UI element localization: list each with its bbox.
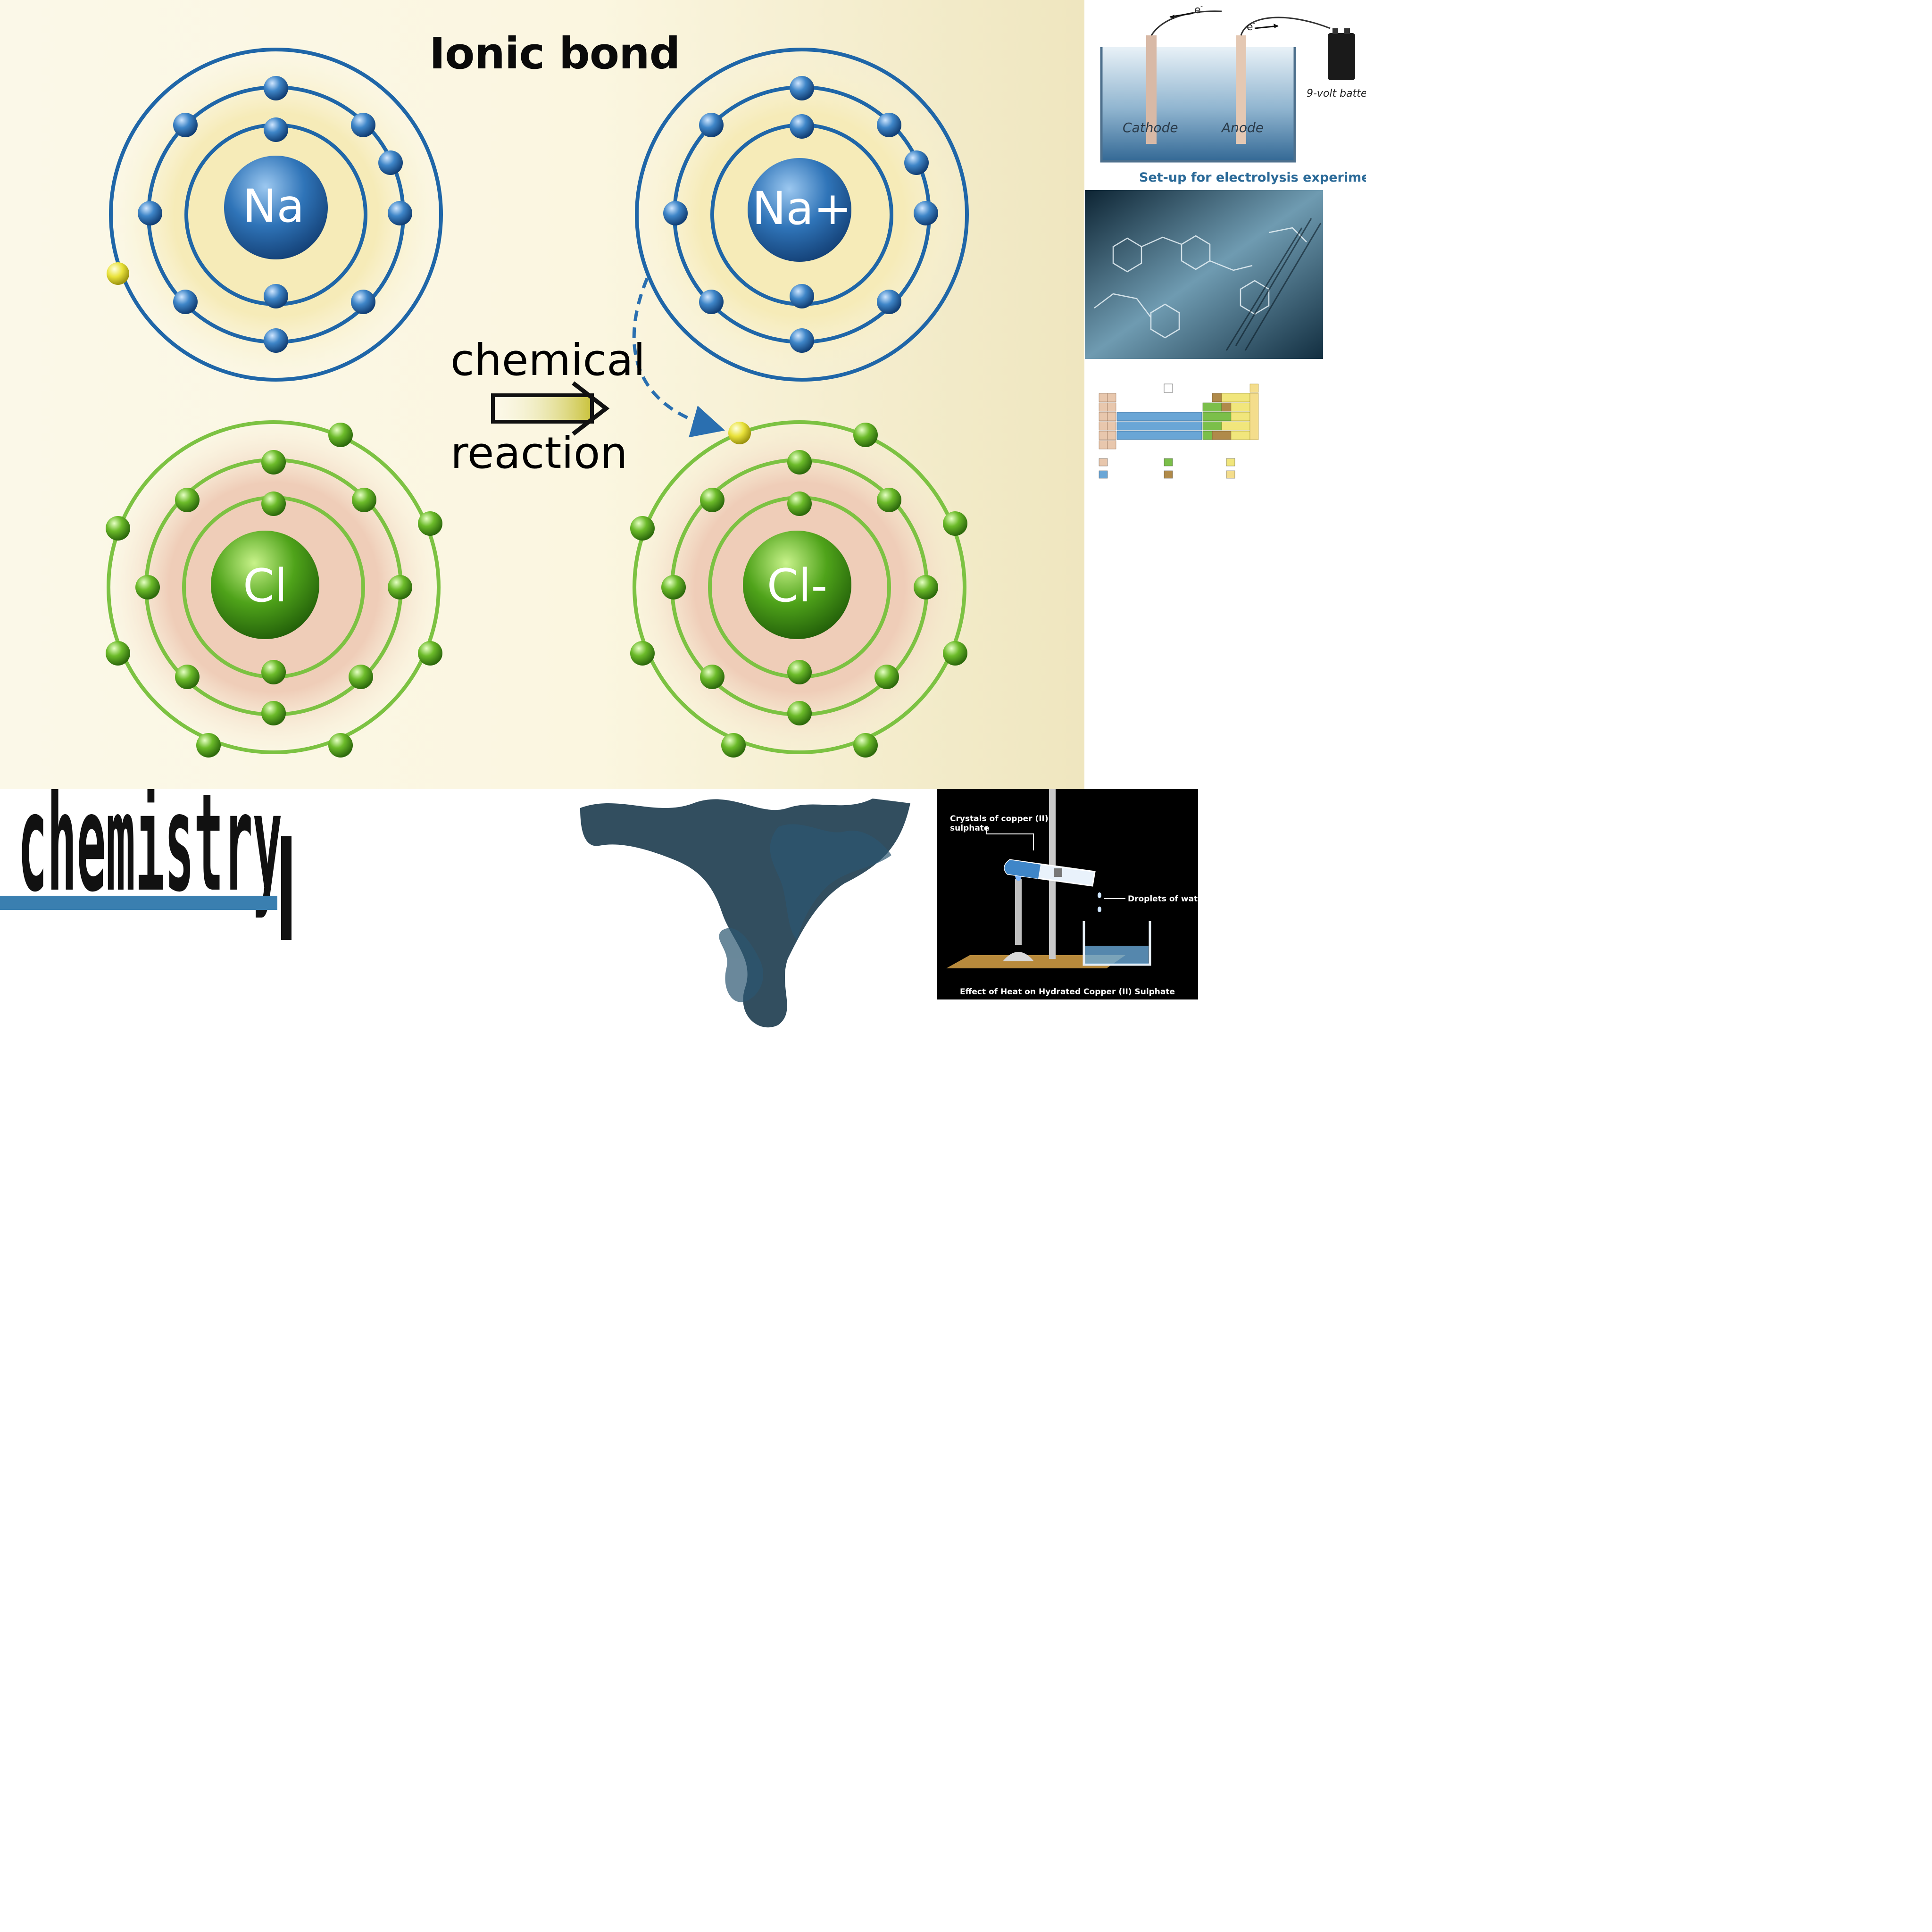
electron-label-right: e — [1247, 21, 1253, 33]
electrolysis-figure: e - e - 9-volt battery Cathode Anode Set… — [1085, 0, 1385, 189]
beaker — [1083, 921, 1151, 966]
sodium-ion — [632, 45, 972, 384]
valence-electron — [107, 262, 129, 285]
svg-text:-: - — [1200, 3, 1203, 10]
periodic-table-graphic — [1099, 383, 1259, 479]
cathode-electrode — [1146, 35, 1157, 144]
ink-cloud-graphic — [580, 799, 910, 1028]
cathode-label: Cathode — [1123, 120, 1178, 135]
chemistry-wordmark: chemistry — [0, 765, 291, 940]
logo-descender — [281, 836, 291, 940]
molecular-network-graphic — [1085, 190, 1323, 359]
na-ion-label: Na+ — [752, 182, 851, 235]
cl-label: Cl — [243, 559, 287, 612]
svg-text:-: - — [1253, 20, 1255, 27]
crystals-label-line2: sulphate — [950, 824, 989, 833]
ionic-bond-figure: Ionic bond — [0, 0, 1084, 789]
heating-caption: Effect of Heat on Hydrated Copper (II) S… — [960, 987, 1175, 997]
ink-splash-image — [580, 789, 939, 1034]
chloride-ion — [625, 413, 974, 762]
electrolysis-diagram: e - e - 9-volt battery Cathode Anode Set… — [1100, 3, 1385, 185]
battery-label: 9-volt battery — [1307, 88, 1366, 100]
crystals-label-line1: Crystals of copper (II) — [950, 814, 1049, 824]
anode-label: Anode — [1221, 120, 1264, 135]
electron-label-left: e — [1194, 4, 1201, 16]
chemistry-logo: chemistry — [0, 765, 302, 949]
cl-ion-label: Cl- — [767, 559, 827, 612]
water-droplets — [1098, 892, 1101, 912]
electron-transfer-arrow — [632, 277, 725, 438]
ionic-bond-diagram: Na Na+ — [99, 45, 974, 762]
test-tube — [1004, 859, 1096, 887]
transferred-electron — [728, 422, 751, 444]
logo-underline — [0, 896, 277, 910]
periodic-table-image — [1085, 366, 1276, 493]
sodium-atom — [106, 45, 446, 384]
electrolysis-caption: Set-up for electrolysis experiment — [1139, 170, 1366, 185]
droplets-label: Droplets of water — [1128, 894, 1198, 904]
na-label: Na — [243, 180, 305, 233]
stand-base — [946, 955, 1125, 968]
copper-sulphate-heating-figure: Crystals of copper (II) sulphate Droplet… — [937, 789, 1208, 999]
reaction-arrow — [491, 381, 610, 436]
reaction-label-top: chemical — [450, 335, 645, 385]
reaction-label-bottom: reaction — [450, 428, 628, 478]
heating-apparatus-diagram: Crystals of copper (II) sulphate Droplet… — [937, 789, 1208, 999]
chlorine-atom — [99, 413, 448, 762]
molecule-structure-image — [1085, 190, 1323, 359]
anode-electrode — [1236, 35, 1246, 144]
ionic-bond-title: Ionic bond — [429, 28, 680, 79]
battery-icon — [1328, 28, 1355, 80]
